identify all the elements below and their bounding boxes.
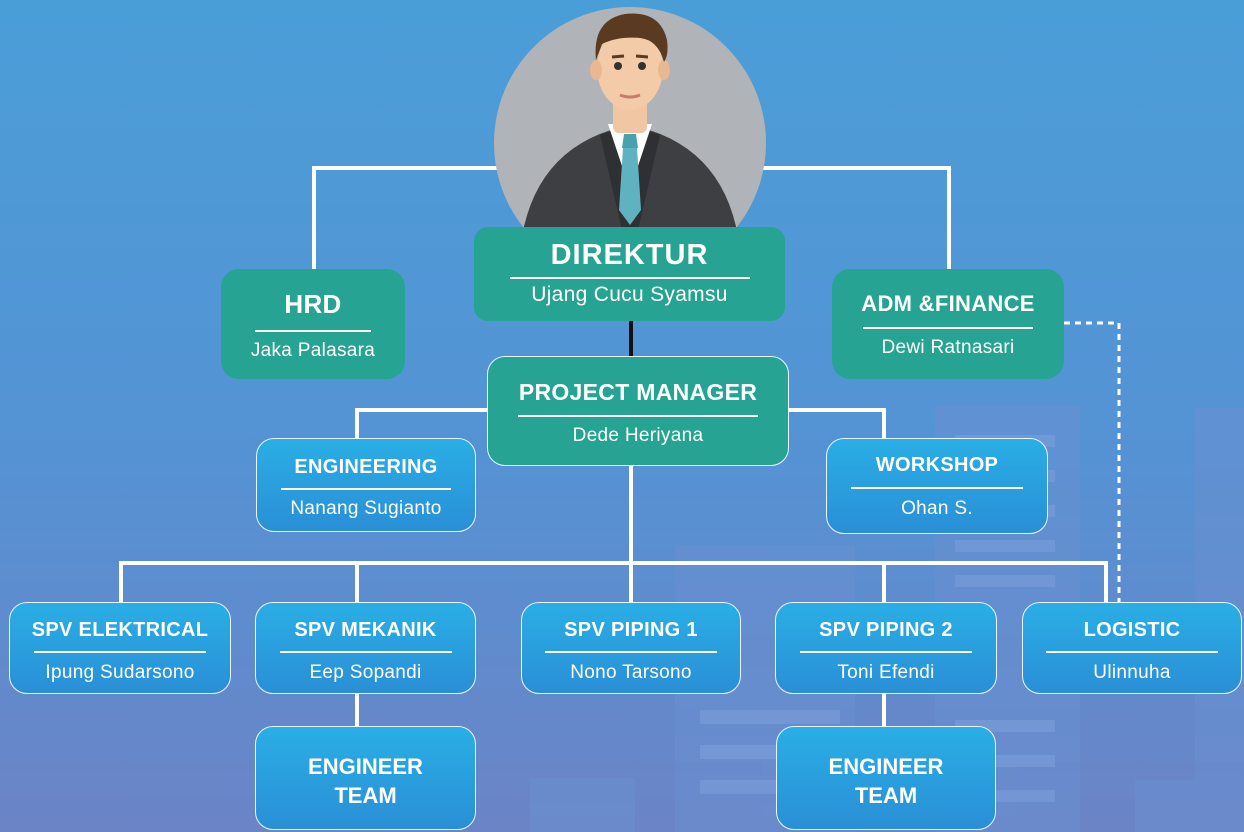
spv-elektrical-divider: [34, 651, 206, 653]
adm-finance-divider: [863, 327, 1033, 329]
spv-elektrical-name: Ipung Sudarsono: [45, 662, 195, 683]
line-director-adm: [760, 166, 951, 272]
director-box: DIREKTUR Ujang Cucu Syamsu: [474, 227, 785, 321]
engineer-team-1-box: ENGINEER TEAM: [255, 726, 476, 830]
spv-piping-1-box: SPV PIPING 1 Nono Tarsono: [521, 602, 741, 694]
project-manager-name: Dede Heriyana: [572, 425, 704, 446]
spv-piping-1-title: SPV PIPING 1: [564, 619, 698, 641]
adm-finance-title: ADM &FINANCE: [861, 291, 1035, 316]
engineering-title: ENGINEERING: [294, 456, 438, 478]
hrd-divider: [255, 330, 371, 332]
engineering-box: ENGINEERING Nanang Sugianto: [256, 438, 476, 532]
line-director-hrd: [312, 166, 500, 272]
spv-elektrical-box: SPV ELEKTRICAL Ipung Sudarsono: [9, 602, 231, 694]
engineer-team-2-box: ENGINEER TEAM: [776, 726, 996, 830]
workshop-box: WORKSHOP Ohan S.: [826, 438, 1048, 534]
engineer-team-1-line1: ENGINEER: [308, 754, 423, 779]
project-manager-divider: [518, 415, 758, 417]
logistic-box: LOGISTIC Ulinnuha: [1022, 602, 1242, 694]
spv-piping-2-title: SPV PIPING 2: [819, 619, 953, 641]
workshop-title: WORKSHOP: [875, 454, 999, 476]
engineer-team-2-line1: ENGINEER: [828, 754, 944, 779]
spv-mekanik-name: Eep Sopandi: [309, 662, 422, 683]
line-pm-engineering: [355, 408, 490, 440]
spv-mekanik-box: SPV MEKANIK Eep Sopandi: [255, 602, 476, 694]
spv-piping-2-divider: [800, 651, 972, 653]
engineer-team-2-line2: TEAM: [854, 783, 918, 808]
project-manager-box: PROJECT MANAGER Dede Heriyana: [487, 356, 789, 466]
spv-piping-2-box: SPV PIPING 2 Toni Efendi: [775, 602, 997, 694]
logistic-divider: [1046, 651, 1218, 653]
hrd-title: HRD: [284, 289, 342, 319]
workshop-name: Ohan S.: [901, 498, 973, 519]
line-pm-workshop: [786, 408, 886, 440]
spv-mekanik-divider: [279, 651, 452, 653]
hrd-name: Jaka Palasara: [250, 340, 376, 361]
line-spv-bus: [119, 561, 1108, 606]
spv-piping-1-divider: [545, 651, 717, 653]
project-manager-title: PROJECT MANAGER: [518, 379, 758, 405]
line-adm-logistic-dotted: [1064, 321, 1121, 604]
engineering-divider: [281, 488, 451, 490]
director-divider: [509, 277, 750, 279]
engineer-team-1-line2: TEAM: [334, 783, 397, 808]
director-name: Ujang Cucu Syamsu: [531, 283, 728, 306]
logistic-title: LOGISTIC: [1083, 619, 1181, 641]
workshop-divider: [851, 487, 1023, 489]
director-title: DIREKTUR: [550, 239, 709, 271]
spv-piping-2-name: Toni Efendi: [837, 662, 935, 683]
spv-elektrical-title: SPV ELEKTRICAL: [31, 619, 209, 641]
engineering-name: Nanang Sugianto: [290, 498, 442, 519]
adm-finance-name: Dewi Ratnasari: [881, 337, 1015, 358]
spv-mekanik-title: SPV MEKANIK: [294, 619, 437, 641]
hrd-box: HRD Jaka Palasara: [221, 269, 405, 379]
adm-finance-box: ADM &FINANCE Dewi Ratnasari: [832, 269, 1064, 379]
director-avatar-illustration: [494, 7, 766, 250]
logistic-name: Ulinnuha: [1093, 662, 1171, 683]
spv-piping-1-name: Nono Tarsono: [570, 662, 692, 683]
